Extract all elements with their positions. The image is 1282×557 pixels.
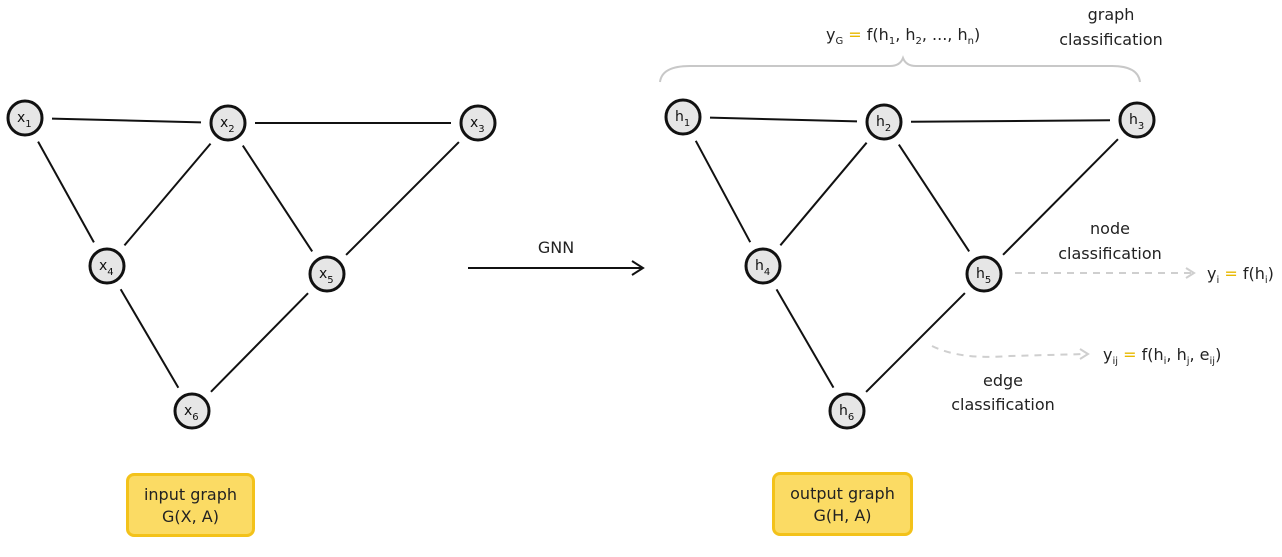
input-edge-2-5 [241, 145, 314, 252]
input-edge-1-4 [37, 141, 95, 243]
output-graph-label-line2: G(H, A) [813, 506, 872, 525]
edge-task-formula: yij​ = f(hi​, hj​, eij​) [1103, 345, 1221, 367]
input-node-6: x6 [173, 392, 211, 430]
output-node-6: h6 [828, 392, 866, 430]
output-graph-edges [694, 116, 1119, 393]
output-edge-5-6 [865, 292, 966, 393]
input-edge-4-6 [119, 288, 180, 389]
input-graph-label-line2: G(X, A) [162, 507, 219, 526]
graph-task-title-1: graph [1088, 5, 1135, 24]
edge-task-title-2: classification [951, 395, 1055, 414]
node-task-arrow [1015, 267, 1196, 279]
output-node-1: h1 [664, 98, 702, 136]
output-node-3: h3 [1118, 101, 1156, 139]
input-edge-1-2 [51, 117, 202, 124]
output-edge-2-4 [779, 142, 868, 246]
output-node-4: h4 [744, 247, 782, 285]
input-node-3: x3 [459, 104, 497, 142]
graph-task-title-2: classification [1059, 30, 1163, 49]
output-edge-3-5 [1002, 138, 1119, 256]
input-graph-nodes: x1 x2 x3 x4 x5 x6 [6, 99, 497, 430]
node-task-title-2: classification [1058, 244, 1162, 263]
input-graph-edges [37, 117, 460, 393]
output-edge-2-3 [910, 119, 1111, 123]
output-edge-1-4 [694, 140, 752, 243]
output-edge-4-6 [775, 288, 835, 389]
output-node-5: h5 [965, 255, 1003, 293]
input-node-1: x1 [6, 99, 44, 137]
input-node-5: x5 [308, 255, 346, 293]
graph-brace [659, 55, 1141, 83]
graph-task-formula: yG​ = f(h1​, h2​, ..., hn​) [826, 25, 980, 47]
output-graph-nodes: h1 h2 h3 h4 h5 h6 [664, 98, 1156, 430]
node-task-title-1: node [1090, 219, 1130, 238]
edge-task-title-1: edge [983, 371, 1023, 390]
output-edge-1-2 [709, 116, 858, 123]
input-graph-label-line1: input graph [143, 485, 238, 504]
output-graph-label: output graph G(H, A) [772, 472, 913, 536]
edge-task-arrow [931, 345, 1090, 360]
output-edge-2-5 [898, 144, 970, 252]
input-edge-3-5 [345, 141, 460, 256]
gnn-arrow: GNN [468, 238, 645, 276]
input-edge-5-6 [210, 292, 309, 393]
gnn-label: GNN [538, 238, 574, 257]
output-graph-label-line1: output graph [790, 484, 895, 503]
input-graph-label: input graph G(X, A) [126, 473, 255, 537]
input-node-2: x2 [209, 104, 247, 142]
input-edge-2-4 [123, 142, 212, 247]
node-task-formula: yi​ = f(hi​) [1207, 264, 1274, 286]
input-node-4: x4 [88, 247, 126, 285]
output-node-2: h2 [865, 103, 903, 141]
